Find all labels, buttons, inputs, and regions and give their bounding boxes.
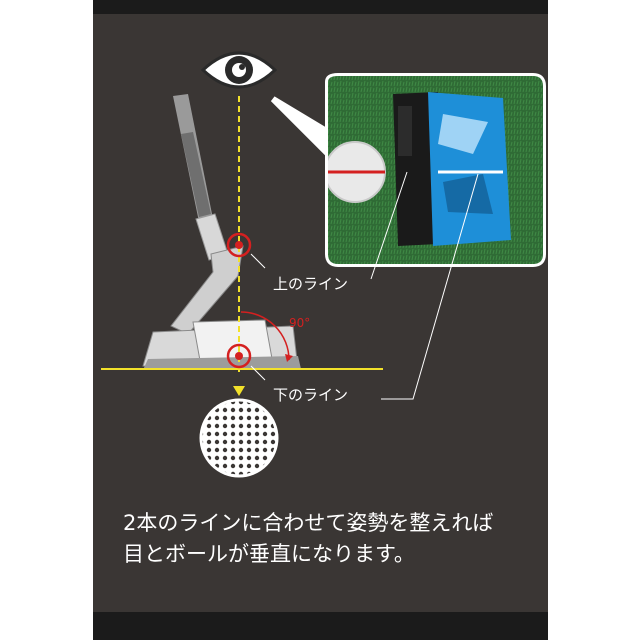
lower-callout-line <box>381 173 479 400</box>
angle-arc <box>240 311 290 361</box>
top-border <box>93 0 548 14</box>
upper-line-label: 上のライン <box>273 275 349 293</box>
eye-icon <box>200 51 278 89</box>
angle-label: 90° <box>289 316 311 330</box>
putter-icon <box>142 94 301 370</box>
caption-line-2: 目とボールが垂直になります。 <box>123 542 415 566</box>
bottom-border <box>93 612 548 640</box>
illustration-panel: 上のライン 下のライン 90° 2本のラインに合わせて姿勢を整えれば 目とボール… <box>93 14 548 612</box>
closeup-bubble <box>270 73 546 267</box>
putter-alignment-illustration <box>101 51 546 478</box>
golf-ball-icon <box>199 398 279 478</box>
guide-arrow-icon <box>233 386 245 396</box>
upper-callout-line <box>370 171 408 280</box>
caption: 2本のラインに合わせて姿勢を整えれば 目とボールが垂直になります。 <box>123 508 543 570</box>
caption-line-1: 2本のラインに合わせて姿勢を整えれば <box>123 511 494 535</box>
lower-crosshair-icon <box>226 343 266 381</box>
upper-crosshair-icon <box>226 232 266 269</box>
lower-line-label: 下のライン <box>273 386 349 404</box>
